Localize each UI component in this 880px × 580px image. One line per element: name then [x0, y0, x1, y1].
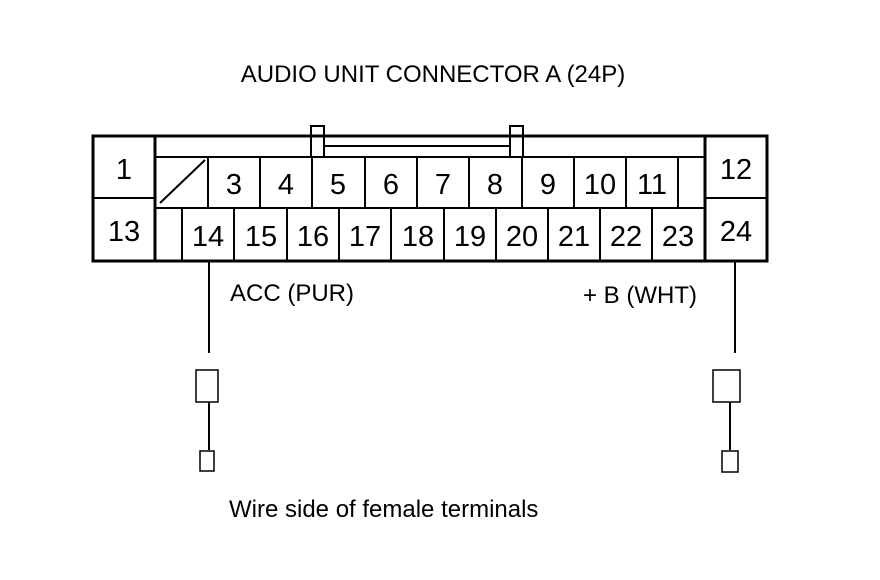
pin-10: 10	[584, 169, 616, 201]
pin-16: 16	[297, 221, 329, 253]
wire-acc: ACC (PUR)	[195, 261, 354, 472]
pin-13: 13	[108, 216, 140, 248]
pin-19: 19	[454, 221, 486, 253]
pin-1: 1	[116, 154, 132, 186]
locking-tab	[310, 125, 524, 158]
pin-9: 9	[540, 169, 556, 201]
pin-labels-bottom-row: 13 14 15 16 17 18 19 20 21 22 23 24	[108, 216, 752, 253]
pin-4: 4	[278, 169, 294, 201]
pin-labels-top-row: 1 3 4 5 6 7 8 9 10 11 12	[116, 154, 752, 201]
diagram-title: AUDIO UNIT CONNECTOR A (24P)	[241, 61, 626, 88]
pin-22: 22	[610, 221, 642, 253]
pin-12: 12	[720, 154, 752, 186]
pin-5: 5	[330, 169, 346, 201]
pin-7: 7	[435, 169, 451, 201]
wire-label-battery: + B (WHT)	[583, 282, 697, 309]
pin-15: 15	[245, 221, 277, 253]
footer-note: Wire side of female terminals	[229, 496, 538, 523]
pin-24: 24	[720, 216, 752, 248]
wire-label-acc: ACC (PUR)	[230, 280, 354, 307]
pin-11: 11	[637, 169, 667, 201]
connector-body	[91, 134, 769, 263]
pin-8: 8	[487, 169, 503, 201]
pin-20: 20	[506, 221, 538, 253]
pin-14: 14	[192, 221, 224, 253]
pin-6: 6	[383, 169, 399, 201]
pin-17: 17	[349, 221, 381, 253]
pin-21: 21	[558, 221, 590, 253]
pin-18: 18	[402, 221, 434, 253]
wire-battery: + B (WHT)	[583, 261, 741, 473]
pin-23: 23	[662, 221, 694, 253]
pin-3: 3	[226, 169, 242, 201]
